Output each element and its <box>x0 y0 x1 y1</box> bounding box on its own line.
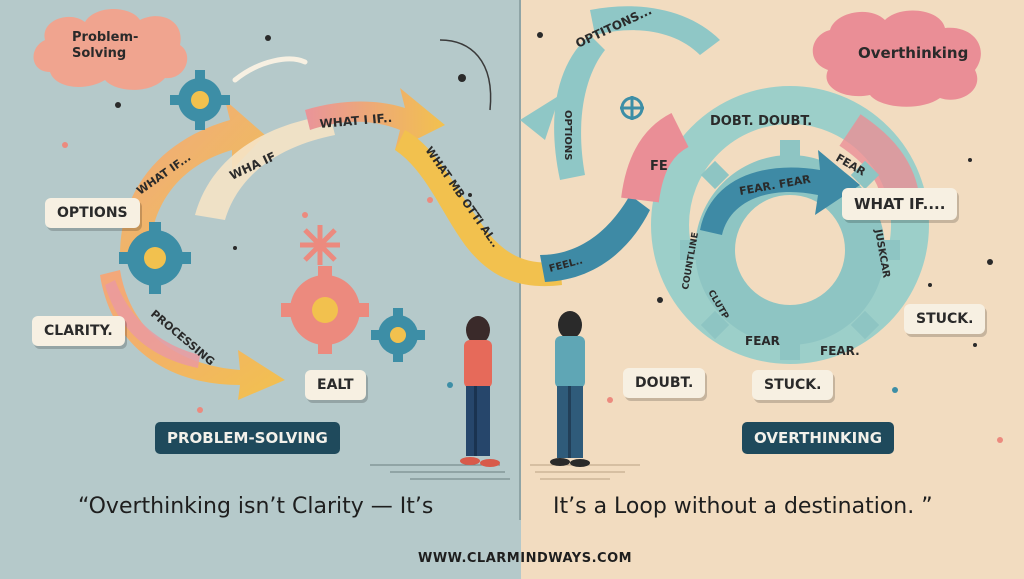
banner-overthinking: OVERTHINKING <box>742 422 895 454</box>
label-doubt: DOUBT. <box>623 368 706 398</box>
label-options: OPTIONS <box>45 198 140 228</box>
cloud-label-line2: Solving <box>72 46 127 61</box>
decorative-dots <box>115 32 993 347</box>
inner-teal-arrow <box>700 150 860 235</box>
arrow-processing <box>100 270 285 400</box>
arrow-text-what-i-if: WHAT I IF.. <box>319 111 393 131</box>
arrow-text-fe: FE <box>650 159 668 174</box>
arrow-options-top <box>590 6 720 55</box>
ground-hatching-left <box>370 464 510 480</box>
gear-teal-top <box>170 70 230 130</box>
arrow-options-vertical <box>554 35 605 180</box>
quote-left: “Overthinking isn’t Clarity — It’s <box>78 494 434 519</box>
arrow-descending <box>395 130 562 287</box>
label-ealt: EALT <box>305 370 366 400</box>
footer-url: WWW.CLARMINDWAYS.COM <box>418 551 633 566</box>
label-what-if: WHAT IF.... <box>842 188 958 220</box>
arrow-text-fear-bottom: FEAR <box>745 334 780 348</box>
person-right <box>550 311 590 467</box>
arrow-what-if-left <box>120 100 265 255</box>
cloud-label-line1: Problem- <box>72 30 139 45</box>
label-stuck-bottom: STUCK. <box>752 370 834 400</box>
label-stuck-right: STUCK. <box>904 304 986 334</box>
arrow-text-fear-bottom-right: FEAR. <box>820 344 860 358</box>
problem-solving-cloud-label: Problem- Solving <box>72 30 138 62</box>
left-panel-background <box>0 0 521 579</box>
swoosh-curve <box>439 39 492 111</box>
loop-fear-segment <box>839 114 919 200</box>
arrow-options-head <box>520 95 560 140</box>
overthinking-cloud <box>812 10 981 107</box>
ground-hatching-right <box>530 464 640 480</box>
arrow-text-doubt: DOBT. DOUBT. <box>710 114 812 129</box>
overthinking-cloud-label: Overthinking <box>858 44 969 62</box>
quote-right: It’s a Loop without a destination. ” <box>553 494 933 519</box>
arrow-bridge <box>540 195 650 282</box>
arrow-text-options-vertical: OPTIONS <box>562 110 573 160</box>
person-left <box>460 316 500 467</box>
problem-solving-cloud <box>33 8 188 90</box>
gear-teal-middle <box>119 222 191 294</box>
loop-pink-segment <box>621 113 690 203</box>
gear-coral <box>281 266 369 354</box>
pinwheel-coral <box>300 225 340 265</box>
label-clarity: CLARITY. <box>32 316 125 346</box>
gear-teal-small <box>371 308 425 362</box>
pinwheel-teal <box>620 96 644 120</box>
banner-problem-solving: PROBLEM-SOLVING <box>155 422 340 454</box>
arrow-wha-if <box>195 115 335 220</box>
swoosh-line <box>232 56 308 83</box>
decorative-dots-colored <box>62 142 1003 443</box>
